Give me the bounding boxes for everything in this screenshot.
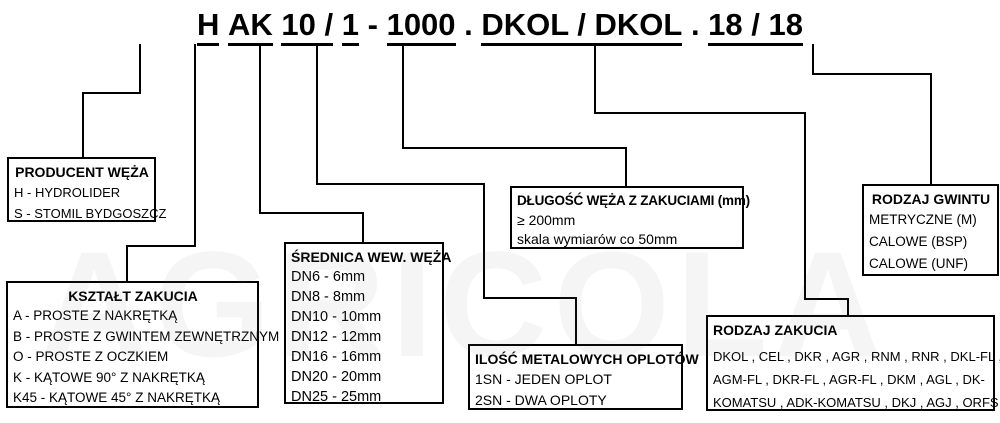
srednica-item: DN10 - 10mm xyxy=(291,309,382,325)
connector-length xyxy=(625,147,627,188)
code-sep: . xyxy=(682,7,709,42)
code-sep xyxy=(273,7,282,43)
code-sep: - xyxy=(359,7,387,42)
srednica-item: DN12 - 12mm xyxy=(291,329,382,345)
ksztalt-item: B - PROSTE Z GWINTEM ZEWNĘTRZNYM xyxy=(13,328,280,344)
srednica-item: DN6 - 6mm xyxy=(291,269,366,285)
code-length: 1000 xyxy=(386,7,456,46)
connector-braids xyxy=(316,44,318,185)
connector-length xyxy=(402,44,404,149)
ksztalt-item: O - PROSTE Z OCZKIEM xyxy=(13,349,169,364)
code-fitting-types: DKOL / DKOL xyxy=(481,7,683,46)
srednica-item: DN8 - 8mm xyxy=(291,289,366,305)
rodzaj-zakucia-item: DKOL , CEL , DKR , AGR , RNM , RNR , DKL… xyxy=(713,349,1000,364)
product-code-title: H AK 10 / 1 - 1000 . DKOL / DKOL . 18 / … xyxy=(0,7,1000,46)
box-rodzaj-zakucia: RODZAJ ZAKUCIA DKOL , CEL , DKR , AGR , … xyxy=(706,315,1000,411)
connector-fitting xyxy=(847,298,849,317)
box-rodzaj-zakucia-title: RODZAJ ZAKUCIA xyxy=(713,322,838,338)
connector-fitting xyxy=(804,112,806,300)
connector-fitting xyxy=(594,44,596,114)
connector-shape xyxy=(126,245,128,283)
producent-item: H - HYDROLIDER xyxy=(14,185,121,200)
srednica-item: DN25 - 25mm xyxy=(291,389,382,405)
connector-thread xyxy=(930,73,932,186)
ksztalt-item: K45 - KĄTOWE 45° Z NAKRĘTKĄ xyxy=(13,390,220,405)
connector-shape xyxy=(126,245,196,247)
connector-thread xyxy=(812,73,932,75)
rodzaj-gwintu-item: CALOWE (BSP) xyxy=(869,234,968,249)
connector-length xyxy=(402,147,627,149)
connector-fitting xyxy=(804,298,849,300)
dlugosc-item: ≥ 200mm xyxy=(517,212,576,228)
box-producent-title: PRODUCENT WĘŻA xyxy=(15,164,149,180)
producent-item: S - STOMIL BYDGOSZCZ xyxy=(14,206,167,221)
rodzaj-gwintu-item: CALOWE (UNF) xyxy=(869,256,968,271)
code-sep xyxy=(219,7,228,43)
box-ksztalt-zakucia: KSZTAŁT ZAKUCIA A - PROSTE Z NAKRĘTKĄ B … xyxy=(6,281,280,408)
connector-braids xyxy=(483,297,577,299)
code-thread-sizes: 18 / 18 xyxy=(708,7,803,46)
connector-diameter xyxy=(362,212,364,244)
ilosc-item: 1SN - JEDEN OPLOT xyxy=(475,371,612,387)
rodzaj-zakucia-item: AGM-FL , DKR-FL , AGR-FL , DKM , AGL , D… xyxy=(713,372,985,387)
dlugosc-item: skala wymiarów co 50mm xyxy=(517,231,678,247)
box-srednica-weza: ŚREDNICA WEW. WĘŻA DN6 - 6mm DN8 - 8mm D… xyxy=(284,242,452,405)
box-dlugosc-weza: DŁUGOŚĆ WĘŻA Z ZAKUCIAMI (mm) ≥ 200mm sk… xyxy=(510,186,750,249)
connector-producer xyxy=(139,44,141,94)
ksztalt-item: K - KĄTOWE 90° Z NAKRĘTKĄ xyxy=(13,369,205,385)
ksztalt-item: A - PROSTE Z NAKRĘTKĄ xyxy=(13,308,178,323)
connector-shape xyxy=(194,44,196,247)
code-sep: . xyxy=(455,7,482,42)
connector-diameter xyxy=(259,212,364,214)
connector-braids xyxy=(483,183,485,299)
box-producent-weza: PRODUCENT WĘŻA H - HYDROLIDER S - STOMIL… xyxy=(7,157,167,222)
box-ksztalt-title: KSZTAŁT ZAKUCIA xyxy=(68,288,198,304)
box-rodzaj-gwintu: RODZAJ GWINTU METRYCZNE (M) CALOWE (BSP)… xyxy=(862,184,999,276)
connector-thread xyxy=(812,44,814,75)
connector-braids xyxy=(316,183,485,185)
box-srednica-title: ŚREDNICA WEW. WĘŻA xyxy=(291,249,452,265)
code-sep xyxy=(333,7,342,43)
code-shape: AK xyxy=(228,7,273,46)
code-braids: 1 xyxy=(341,7,360,46)
box-dlugosc-title: DŁUGOŚĆ WĘŻA Z ZAKUCIAMI (mm) xyxy=(517,193,750,208)
srednica-item: DN16 - 16mm xyxy=(291,349,382,365)
box-rodzaj-gwintu-title: RODZAJ GWINTU xyxy=(871,191,991,207)
connector-producer xyxy=(82,92,141,94)
connector-producer xyxy=(82,92,84,158)
rodzaj-zakucia-item: KOMATSU , ADK-KOMATSU , DKJ , AGJ , ORFS xyxy=(713,395,999,410)
box-ilosc-title: ILOŚĆ METALOWYCH OPLOTÓW xyxy=(475,351,699,367)
rodzaj-gwintu-item: METRYCZNE (M) xyxy=(869,212,977,227)
code-diameter: 10 / xyxy=(281,7,334,46)
ilosc-item: 2SN - DWA OPLOTY xyxy=(475,392,607,408)
box-ilosc-oplotow: ILOŚĆ METALOWYCH OPLOTÓW 1SN - JEDEN OPL… xyxy=(468,344,699,410)
code-producer: H xyxy=(197,7,220,46)
connector-diameter xyxy=(259,44,261,214)
connector-braids xyxy=(575,297,577,346)
connector-fitting xyxy=(594,112,806,114)
srednica-item: DN20 - 20mm xyxy=(291,369,382,385)
